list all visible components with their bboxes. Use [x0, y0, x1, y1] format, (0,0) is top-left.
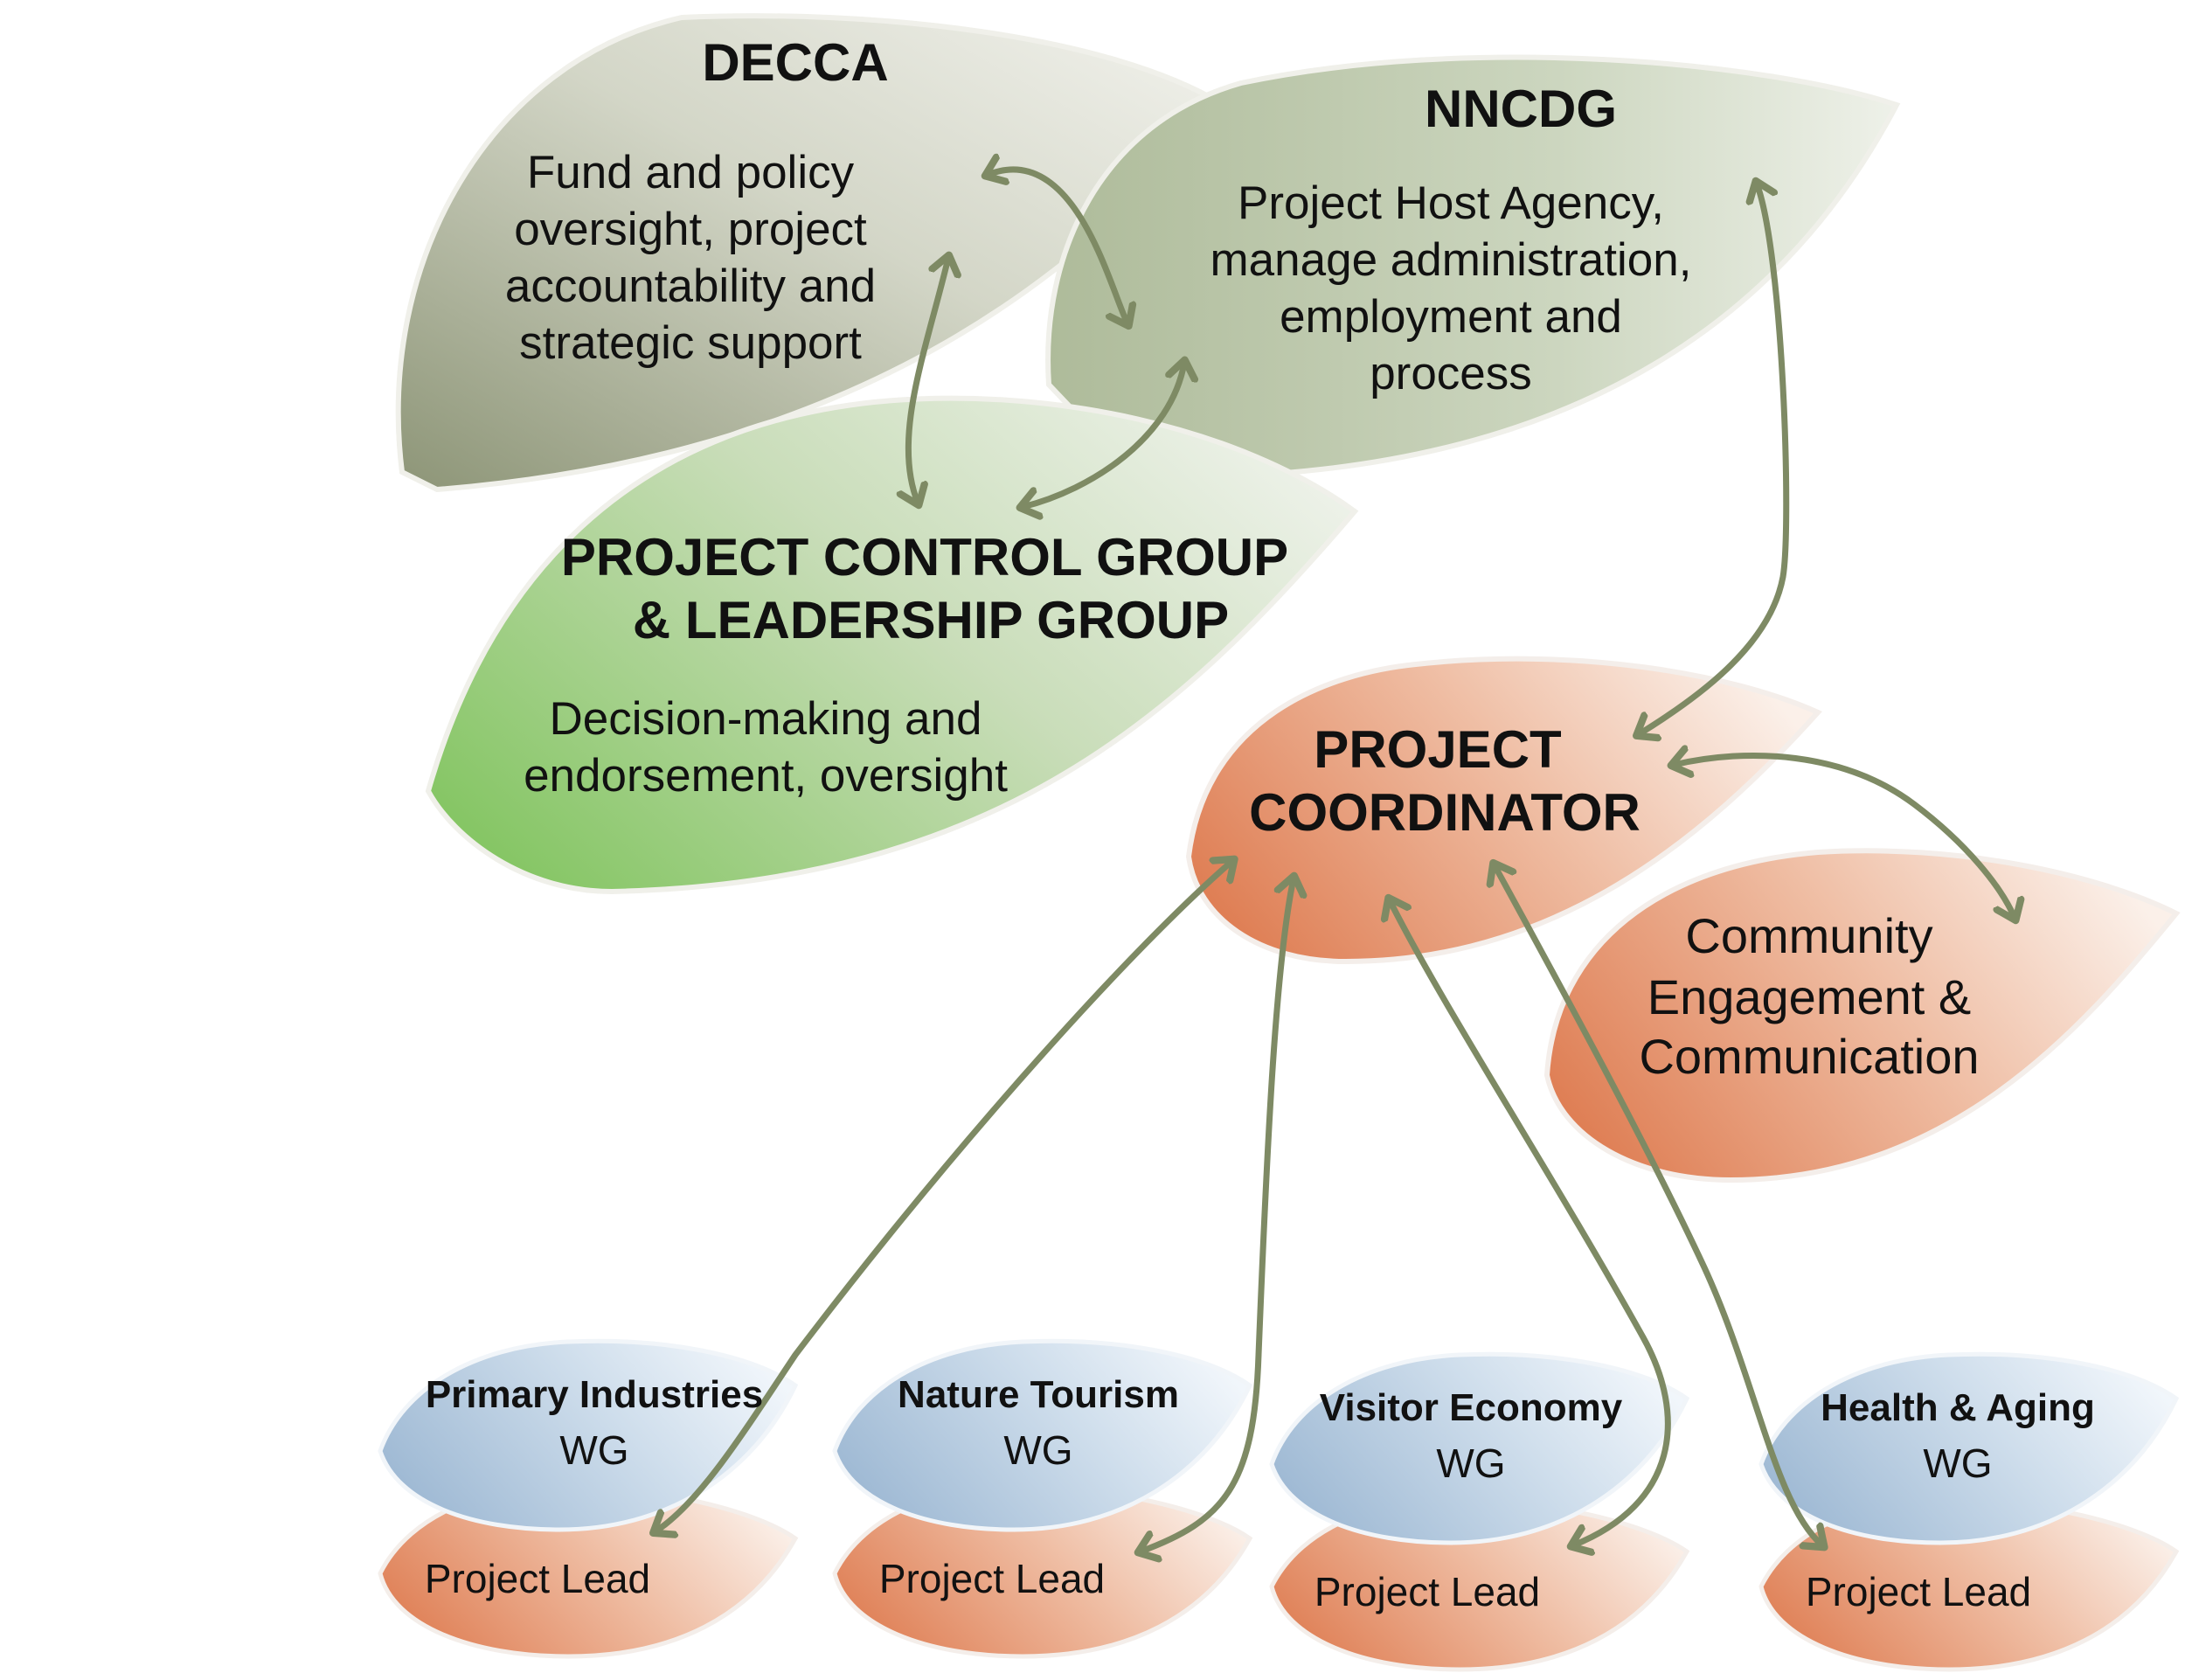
connector-arrows: [656, 170, 2015, 1552]
wg-visitor-economy: Visitor Economy WG Project Lead: [1314, 1386, 1623, 1614]
decca-leaf: [395, 13, 1228, 493]
wg-visitor-economy-suffix: WG: [1436, 1440, 1505, 1486]
wg-primary-industries-title: Primary Industries: [426, 1373, 763, 1416]
nncdg-title: NNCDG: [1425, 80, 1617, 138]
arrow-decca-pcg: [908, 258, 948, 503]
wg-nature-tourism-suffix: WG: [1003, 1427, 1072, 1473]
nncdg-desc-line-4: process: [1370, 348, 1532, 399]
wg-health-aging: Health & Aging WG Project Lead: [1806, 1386, 2095, 1614]
community-line-2: Engagement &: [1647, 969, 1971, 1024]
coordinator-node: PROJECT COORDINATOR: [1249, 720, 1640, 842]
decca-desc-line-1: Fund and policy: [527, 147, 855, 198]
wg-nature-tourism: Nature Tourism WG Project Lead: [879, 1373, 1179, 1601]
decca-desc-line-3: accountability and: [505, 260, 876, 312]
wg-primary-industries-suffix: WG: [559, 1427, 628, 1473]
decca-desc-line-4: strategic support: [519, 317, 862, 369]
wg-primary-industries-lead: Project Lead: [425, 1556, 650, 1601]
wg-nature-tourism-lead: Project Lead: [879, 1556, 1105, 1601]
wg-health-aging-lead: Project Lead: [1806, 1569, 2031, 1614]
community-line-3: Communication: [1639, 1029, 1979, 1084]
wg-visitor-economy-title: Visitor Economy: [1320, 1386, 1623, 1429]
nncdg-desc-line-2: manage administration,: [1210, 234, 1692, 286]
decca-title: DECCA: [702, 33, 888, 92]
wg-leaf-health-aging: [1758, 1351, 2180, 1672]
arrow-nncdg-coordinator: [1639, 184, 1790, 734]
community-line-1: Community: [1685, 908, 1932, 963]
pcg-title-line-1: PROJECT CONTROL GROUP: [561, 528, 1288, 587]
coordinator-title-line-2: COORDINATOR: [1249, 783, 1640, 842]
arrow-coordinator-community: [1674, 755, 2015, 918]
pcg-leaf: [425, 395, 1359, 895]
nncdg-desc-line-3: employment and: [1280, 291, 1622, 343]
pcg-desc-line-2: endorsement, oversight: [524, 750, 1008, 802]
wg-health-aging-suffix: WG: [1923, 1440, 1992, 1486]
arrow-coordinator-nature-lead: [1141, 878, 1294, 1552]
coordinator-title-line-1: PROJECT: [1314, 720, 1561, 779]
nncdg-desc-line-1: Project Host Agency,: [1238, 177, 1664, 229]
wg-health-aging-title: Health & Aging: [1821, 1386, 2095, 1429]
arrow-decca-nncdg: [988, 170, 1127, 323]
decca-node: DECCA Fund and policy oversight, project…: [505, 33, 889, 369]
wg-nature-tourism-title: Nature Tourism: [898, 1373, 1179, 1416]
arrow-nncdg-pcg: [1023, 363, 1184, 507]
pcg-desc-line-1: Decision-making and: [550, 693, 982, 745]
decca-desc-line-2: oversight, project: [514, 204, 867, 255]
pcg-title-line-2: & LEADERSHIP GROUP: [633, 591, 1229, 649]
arrow-coordinator-health-lead: [1495, 865, 1822, 1545]
community-node: Community Engagement & Communication: [1639, 908, 1979, 1084]
wg-primary-industries: Primary Industries WG Project Lead: [425, 1373, 763, 1601]
pcg-node: PROJECT CONTROL GROUP & LEADERSHIP GROUP…: [524, 528, 1288, 802]
nncdg-node: NNCDG Project Host Agency, manage admini…: [1210, 80, 1692, 399]
wg-visitor-economy-lead: Project Lead: [1314, 1569, 1540, 1614]
